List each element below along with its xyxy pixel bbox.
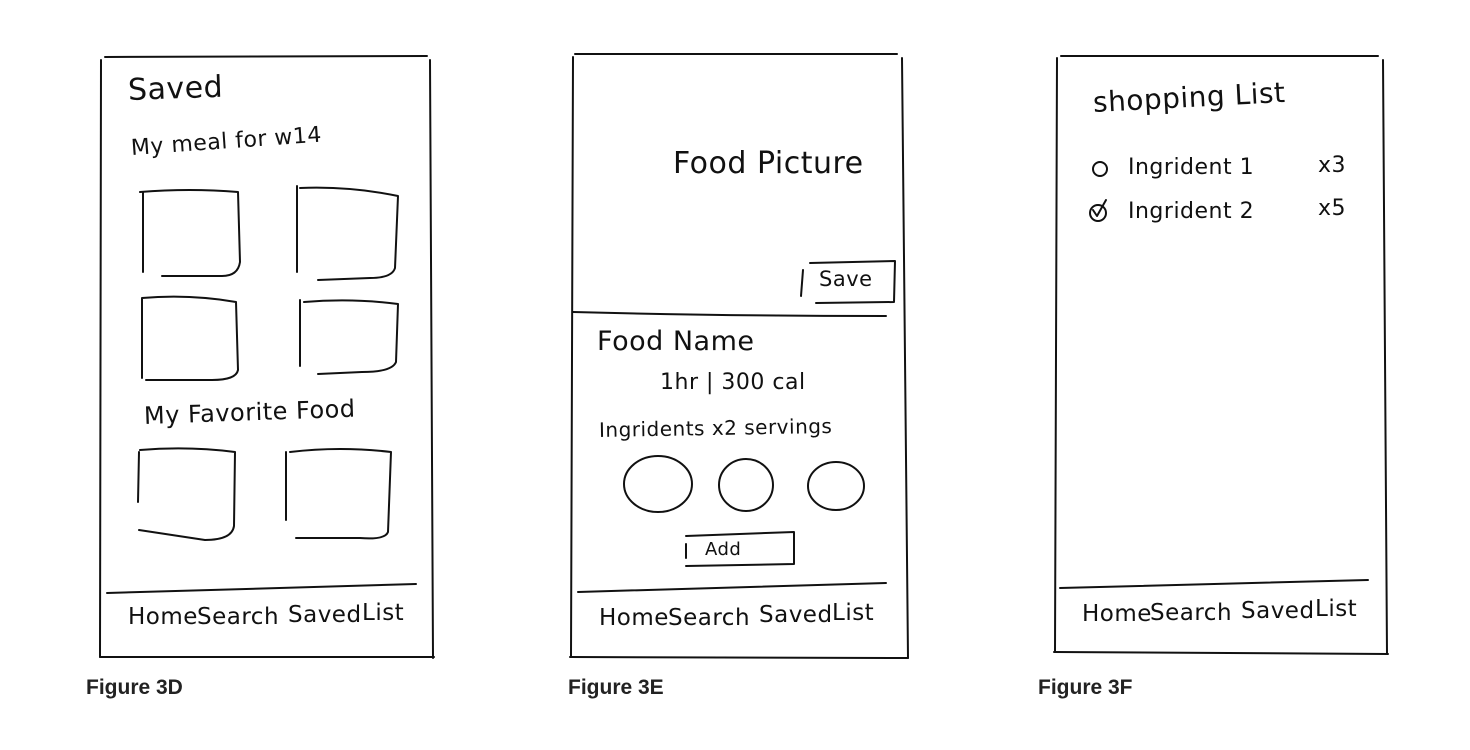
ingredient-circle-2	[718, 458, 774, 512]
meal-card-3	[141, 295, 239, 381]
list-item-2-name: Ingrident 2	[1128, 199, 1255, 224]
image-divider-3e	[572, 311, 887, 317]
nav-search-3d[interactable]: Search	[197, 604, 280, 630]
nav-home-3e[interactable]: Home	[599, 605, 669, 631]
add-button-frame	[685, 531, 795, 567]
figure-caption-3e: Figure 3E	[568, 676, 664, 699]
nav-home-3d[interactable]: Home	[128, 604, 198, 630]
add-button[interactable]: Add	[705, 539, 742, 560]
food-picture-placeholder: Food Picture	[673, 146, 864, 181]
checkmark-icon	[1092, 199, 1107, 217]
food-meta: 1hr | 300 cal	[660, 370, 806, 395]
meal-card-2	[296, 185, 399, 281]
ingredient-circle-1	[623, 455, 693, 513]
list-item-1-name: Ingrident 1	[1128, 155, 1255, 180]
checkbox-empty	[1092, 161, 1108, 177]
ingredient-circles-3e	[623, 455, 865, 513]
phone-frame-3d	[99, 55, 435, 659]
meal-cards-3d	[139, 185, 399, 381]
nav-divider-3f	[1059, 579, 1369, 589]
favorite-card-2	[285, 448, 392, 540]
food-name: Food Name	[597, 326, 755, 357]
ingredients-label: Ingridents x2 servings	[598, 413, 833, 442]
checkbox-checked	[1089, 204, 1107, 222]
nav-home-3f[interactable]: Home	[1082, 601, 1152, 627]
nav-list-3f[interactable]: List	[1315, 596, 1358, 622]
nav-search-3e[interactable]: Search	[668, 605, 751, 631]
nav-divider-3d	[106, 583, 417, 594]
list-item-2-qty: x5	[1318, 196, 1347, 221]
ingredient-circle-3	[807, 461, 865, 511]
save-button-frame	[800, 260, 896, 304]
nav-search-3f[interactable]: Search	[1150, 600, 1233, 626]
list-checkboxes-3f	[1089, 161, 1108, 222]
saved-title: Saved	[127, 69, 224, 108]
nav-saved-3f[interactable]: Saved	[1241, 598, 1315, 624]
meal-card-1	[139, 189, 241, 277]
meal-card-4	[299, 299, 399, 375]
list-item-1-qty: x3	[1318, 153, 1347, 178]
phone-frame-3e	[569, 53, 909, 659]
nav-list-3d[interactable]: List	[362, 600, 405, 626]
figure-caption-3d: Figure 3D	[86, 676, 183, 699]
nav-saved-3e[interactable]: Saved	[759, 602, 833, 628]
nav-saved-3d[interactable]: Saved	[288, 602, 362, 628]
phone-frame-3f	[1053, 55, 1389, 655]
favorite-card-1	[137, 447, 236, 541]
figure-caption-3f: Figure 3F	[1038, 676, 1133, 699]
nav-divider-3e	[577, 582, 887, 593]
save-button[interactable]: Save	[819, 267, 873, 291]
nav-list-3e[interactable]: List	[832, 600, 875, 626]
favorite-cards-3d	[137, 447, 392, 541]
